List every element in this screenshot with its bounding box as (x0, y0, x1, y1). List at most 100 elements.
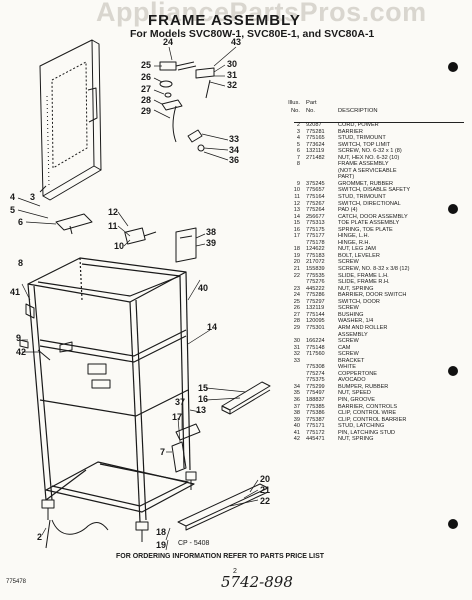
callout-3: 3 (30, 192, 36, 202)
part-description: AVOCADO (338, 377, 366, 384)
catalog-reference: CP - 5408 (178, 540, 210, 547)
callout-24: 24 (163, 37, 174, 47)
callout-7: 7 (160, 447, 166, 457)
part-number: 775144 (306, 311, 325, 318)
part-illus-no: 37 (293, 403, 300, 410)
callout-29: 29 (141, 106, 152, 116)
part-number: 445222 (306, 285, 325, 292)
callout-26: 26 (141, 72, 152, 82)
part-number: 775386 (306, 410, 325, 417)
part-illus-no: 29 (293, 324, 300, 331)
callout-37: 37 (175, 397, 186, 407)
header-description: DESCRIPTION (338, 108, 378, 114)
header-divider (294, 122, 464, 123)
part-number: 775183 (306, 252, 325, 259)
part-number: 124622 (306, 246, 325, 253)
part-illus-no: 27 (293, 311, 300, 318)
part-illus-no: 33 (293, 357, 300, 364)
callout-32: 32 (227, 80, 238, 90)
part-number: 775171 (306, 423, 325, 430)
part-number: 775535 (306, 272, 325, 279)
binder-hole (448, 366, 458, 376)
part-illus-no: 31 (293, 344, 300, 351)
part-number: 775301 (306, 324, 325, 331)
callout-27: 27 (141, 84, 152, 94)
part-description: SWITCH, DISABLE SAFETY (338, 187, 411, 194)
callout-43: 43 (231, 37, 242, 47)
part-description: SWITCH, DIRECTIONAL (338, 200, 401, 207)
part-description: (NOT A SERVICEABLE (338, 167, 397, 174)
part-description: SLIDE, FRAME L.H. (338, 272, 389, 279)
door-panel (39, 39, 102, 201)
part-number: 775299 (306, 383, 325, 390)
part-number: 775172 (306, 429, 325, 436)
leveler-feet (41, 471, 197, 542)
main-frame (27, 257, 195, 523)
part-illus-no: 38 (293, 410, 300, 417)
part-description: HINGE, R.H. (338, 239, 371, 246)
part-description: WHITE (338, 364, 357, 371)
part-description: BOLT, LEVELER (338, 252, 380, 259)
part-number: 775657 (306, 187, 325, 194)
switch-barrier (55, 213, 93, 235)
part-description: COPPERTONE (338, 370, 377, 377)
part-number: 445471 (306, 436, 325, 443)
part-illus-no: 23 (293, 285, 300, 292)
part-number: 717560 (306, 351, 325, 358)
part-illus-no: 7 (296, 154, 300, 161)
toe-plate-spring (175, 423, 201, 441)
part-number: 775264 (306, 207, 325, 214)
part-description: PIN, GROOVE (338, 396, 375, 403)
part-number: 775281 (306, 128, 325, 135)
toe-plate (221, 381, 271, 415)
part-description: BARRIER (338, 128, 363, 135)
part-illus-no: 12 (293, 200, 300, 207)
part-illus-no: 3 (296, 128, 300, 135)
page-number: 2 (233, 568, 237, 575)
part-illus-no: 32 (293, 351, 300, 358)
header-no: No. (290, 108, 300, 114)
part-number: 775164 (306, 194, 325, 201)
door-catch (175, 227, 197, 263)
part-illus-no: 5 (296, 141, 300, 148)
part-description: STUD, TRIMOUNT (338, 194, 386, 201)
part-illus-no: 6 (296, 148, 300, 155)
part-number: 92087 (306, 122, 322, 128)
part-number: 775313 (306, 220, 325, 227)
part-description: WASHER, 1/4 (338, 318, 374, 325)
callout-42: 42 (16, 347, 27, 357)
table-row: 23 445222 NUT, SPRING (284, 286, 462, 293)
part-number: 773624 (306, 141, 325, 148)
part-number: 775387 (306, 416, 325, 423)
ordering-note: FOR ORDERING INFORMATION REFER TO PARTS … (116, 553, 325, 560)
callout-14: 14 (207, 322, 218, 332)
part-illus-no: 39 (293, 416, 300, 423)
part-description: NUT, SPRING (338, 285, 374, 292)
header-illus: Illus. (288, 100, 300, 106)
part-illus-no: 4 (296, 135, 300, 142)
callout-13: 13 (196, 405, 207, 415)
header-part-no: No. (306, 108, 316, 114)
page-title: FRAME ASSEMBLY (148, 12, 301, 29)
part-number: 775297 (306, 298, 325, 305)
part-description: BARRIER, DOOR SWITCH (338, 292, 407, 299)
leader-lines (17, 46, 259, 551)
part-illus-no: 14 (293, 213, 300, 220)
part-description: SCREW, NO. 6-32 x 1 (8) (338, 148, 402, 155)
callout-11: 11 (108, 221, 118, 231)
part-description: PART) (338, 174, 355, 181)
handwritten-note: 5742-898 (221, 573, 293, 591)
part-number: 775177 (306, 233, 325, 240)
